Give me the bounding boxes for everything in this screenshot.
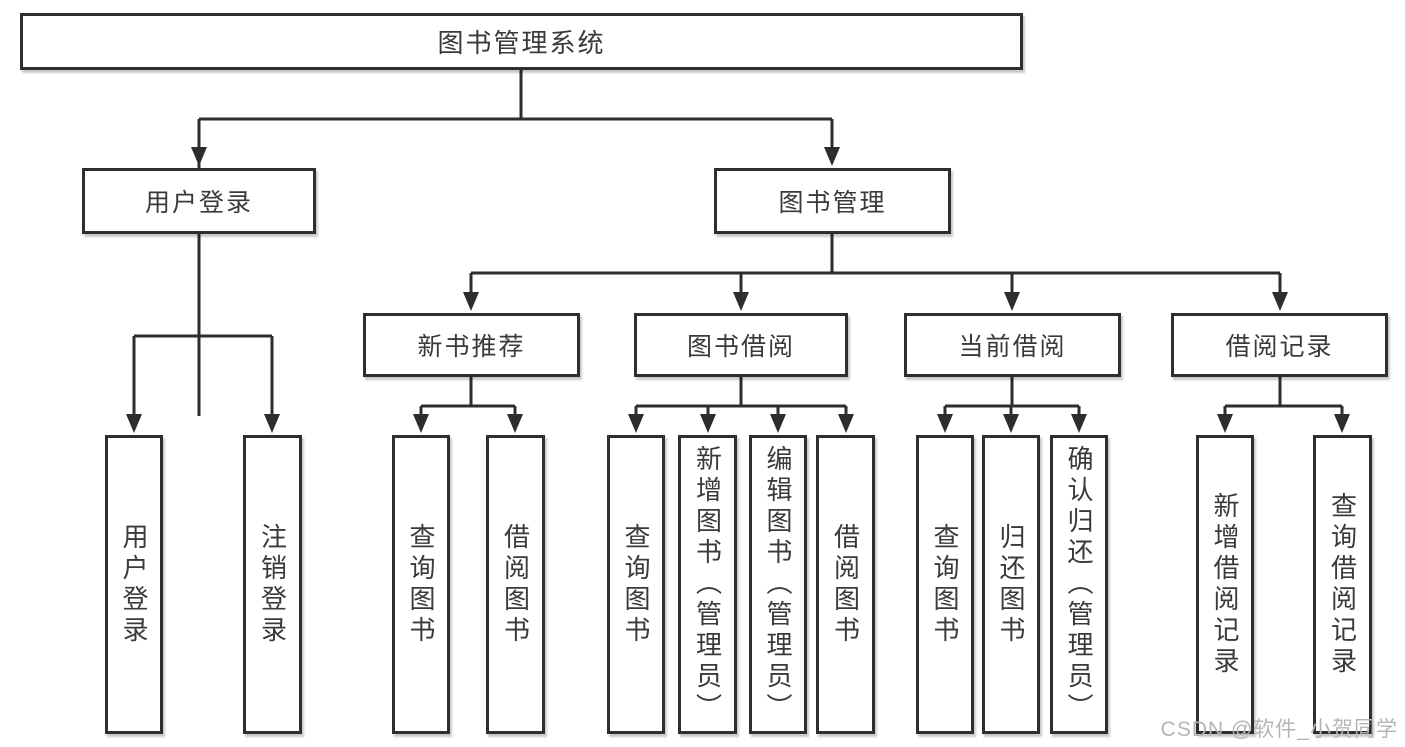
arrowhead (838, 414, 854, 433)
arrowhead (700, 414, 716, 433)
arrowhead (191, 147, 207, 166)
arrowhead (1003, 414, 1019, 433)
node-label: 图书管理系统 (437, 28, 606, 58)
leaf-add-borrow-record: 新增借阅记录 (1196, 435, 1254, 734)
node-book-management: 图书管理 (714, 168, 951, 234)
leaf-borrow-books-1: 借阅图书 (486, 435, 545, 734)
node-label: 用户登录 (144, 189, 253, 217)
arrowhead (1272, 292, 1288, 311)
arrowhead (1217, 414, 1233, 433)
node-label: 查询图书 (930, 522, 960, 647)
leaf-query-books-3: 查询图书 (916, 435, 974, 734)
leaf-query-books-1: 查询图书 (392, 435, 450, 734)
arrowhead (770, 414, 786, 433)
node-current-borrowing: 当前借阅 (904, 313, 1121, 377)
leaf-user-login: 用户登录 (105, 435, 163, 734)
arrowhead (628, 414, 644, 433)
node-label: 新书推荐 (417, 333, 526, 361)
node-label: 确认归还（管理员） (1064, 445, 1094, 724)
node-label: 归还图书 (996, 522, 1026, 647)
arrowhead (1071, 414, 1087, 433)
csdn-watermark: CSDN @软件_小贺同学 (1160, 718, 1398, 741)
connector-userlogin-to-leaves (132, 234, 274, 429)
leaf-edit-books-admin: 编辑图书（管理员） (749, 435, 807, 734)
node-label: 借阅图书 (500, 522, 531, 647)
node-label: 编辑图书（管理员） (763, 445, 793, 724)
leaf-query-books-2: 查询图书 (607, 435, 665, 734)
node-label: 新增借阅记录 (1210, 491, 1240, 678)
connector-bookborrow-to-leaves (634, 377, 848, 429)
arrowhead (1004, 292, 1020, 311)
arrowhead (413, 414, 429, 433)
node-book-borrowing: 图书借阅 (634, 313, 848, 377)
node-label: 借阅图书 (830, 522, 861, 647)
node-label: 用户登录 (119, 522, 149, 647)
node-label: 注销登录 (257, 522, 288, 647)
leaf-return-books: 归还图书 (982, 435, 1040, 734)
node-label: 图书管理 (778, 189, 887, 217)
node-user-login: 用户登录 (82, 168, 316, 234)
node-label: 查询借阅记录 (1327, 491, 1358, 678)
arrowhead (507, 414, 523, 433)
arrowhead (264, 414, 280, 433)
connector-newbook-to-leaves (419, 377, 517, 429)
leaf-confirm-return-admin: 确认归还（管理员） (1050, 435, 1108, 734)
connector-root-to-level2 (197, 70, 834, 416)
node-library-management-system: 图书管理系统 (20, 13, 1023, 70)
arrowhead (463, 292, 479, 311)
node-label: 图书借阅 (686, 333, 795, 361)
node-new-book-recommendation: 新书推荐 (363, 313, 580, 377)
arrowhead (126, 414, 142, 433)
leaf-logout: 注销登录 (243, 435, 302, 734)
arrowhead (937, 414, 953, 433)
leaf-borrow-books-2: 借阅图书 (816, 435, 875, 734)
connector-records-to-leaves (1223, 377, 1344, 429)
leaf-add-books-admin: 新增图书（管理员） (678, 435, 737, 734)
node-label: 借阅记录 (1225, 333, 1334, 361)
node-label: 查询图书 (621, 522, 651, 647)
leaf-query-borrow-record: 查询借阅记录 (1313, 435, 1372, 734)
node-label: 当前借阅 (958, 333, 1067, 361)
connector-bookmgmt-to-level3 (469, 234, 1282, 307)
node-label: 新增图书（管理员） (692, 445, 723, 724)
node-borrowing-records: 借阅记录 (1171, 313, 1388, 377)
arrowhead (1334, 414, 1350, 433)
node-label: 查询图书 (406, 522, 436, 647)
arrowhead (824, 147, 840, 166)
arrowhead (733, 292, 749, 311)
